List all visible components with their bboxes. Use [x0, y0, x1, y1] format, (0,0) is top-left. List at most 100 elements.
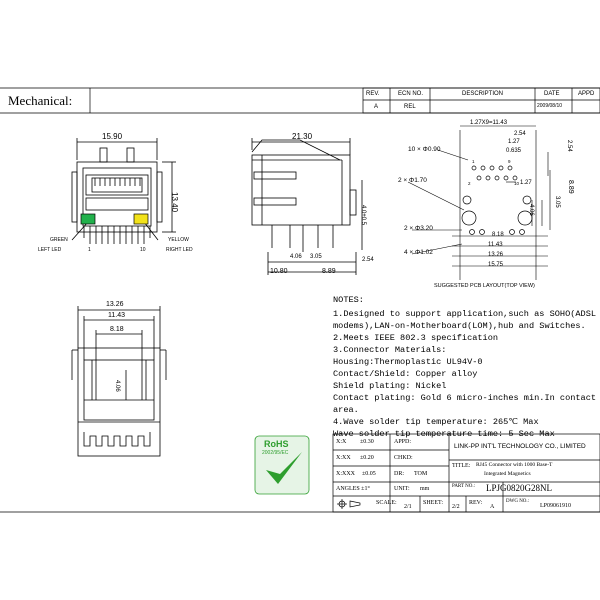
pcb-dim-127a: 1.27 — [508, 139, 520, 145]
callout-2-holes-170: 2 × Φ1.70 — [398, 177, 427, 184]
ecn-value: REL — [404, 104, 416, 110]
green-label: GREEN — [50, 237, 68, 243]
pcb-dim-406: 4.06 — [528, 204, 534, 216]
pcb-holes — [461, 165, 533, 235]
note-line: area. — [333, 405, 359, 415]
dwg-number: LP09061910 — [540, 503, 572, 509]
pcb-dim-889: 8.89 — [567, 180, 574, 194]
tol1-label: X:X — [336, 439, 347, 445]
ecn-header: ECN NO. — [398, 91, 424, 97]
notes-heading: NOTES: — [333, 295, 364, 305]
dr-value: TOM — [414, 471, 428, 477]
date-value: 2009/08/10 — [537, 103, 563, 109]
pcb-pin1: 1 — [472, 159, 475, 164]
pcb-dim-254b: 2.54 — [566, 140, 572, 152]
sheet-label: SHEET: — [423, 500, 444, 506]
pin1-label: 1 — [88, 247, 91, 253]
callout-4-holes-102: 4 × Φ1.02 — [404, 249, 433, 256]
note-line: 4.Wave solder tip temperature: 265℃ Max — [333, 417, 539, 427]
part-label: PART NO.: — [452, 484, 476, 489]
rohs-title: RoHS — [264, 439, 289, 449]
note-line: 2.Meets IEEE 802.3 specification — [333, 333, 499, 343]
pcb-dim-1575: 15.75 — [488, 262, 504, 268]
side-dim-305: 3.05 — [310, 254, 322, 260]
angles-label: ANGLES ±1° — [336, 486, 370, 492]
note-line: Housing:Thermoplastic UL94V-0 — [333, 357, 483, 367]
side-pin-length-dim: 4.0±0.5 — [360, 205, 366, 225]
appd-label: APPD: — [394, 439, 412, 445]
yellow-led — [133, 213, 149, 225]
tol2-label: X:XX — [336, 455, 351, 461]
callout-2-holes-320: 2 × Φ3.20 — [404, 225, 433, 232]
front-height-dim: 13.40 — [170, 192, 179, 213]
part-number: LPJG0820G28NL — [486, 483, 553, 493]
note-line: 3.Connector Materials: — [333, 345, 447, 355]
pcb-dim-127b: 1.27 — [520, 180, 532, 186]
title-label: TITLE: — [452, 463, 471, 469]
front-view — [71, 138, 176, 244]
sheet-value: 2/2 — [452, 504, 460, 510]
pcb-pin10: 10 — [514, 181, 520, 186]
callout-10-holes: 10 × Φ0.90 — [408, 146, 441, 153]
side-dim-889: 8.89 — [322, 268, 336, 275]
bottom-dim-818: 8.18 — [110, 326, 124, 333]
title-line1: RJ45 Connector with 1000 Base-T — [476, 462, 553, 468]
pin10-label: 10 — [140, 247, 146, 253]
pcb-pin2: 2 — [468, 181, 471, 186]
right-led-label: RIGHT LED — [166, 247, 193, 253]
section-title: Mechanical: — [8, 93, 73, 108]
company-name: LINK-PP INT'L TECHNOLOGY CO., LIMITED — [454, 443, 586, 450]
rev-value: A — [374, 104, 379, 110]
pcb-dim-254a: 2.54 — [514, 131, 526, 137]
note-line: Contact/Shield: Copper alloy — [333, 369, 478, 379]
side-length-dim: 21.30 — [292, 132, 313, 141]
side-dim-406: 4.06 — [290, 254, 302, 260]
note-line: 1.Designed to support application,such a… — [333, 309, 597, 319]
dwg-label: DWG NO.: — [506, 499, 530, 504]
dr-label: DR: — [394, 471, 405, 477]
rev-label: REV: — [469, 500, 483, 506]
unit-value: mm — [420, 486, 430, 492]
pcb-layout — [407, 125, 551, 280]
pcb-dim-1143: 11.43 — [488, 242, 503, 248]
bottom-dim-1326: 13.26 — [106, 301, 124, 308]
description-header: DESCRIPTION — [462, 91, 504, 97]
pcb-dim-0635: 0.635 — [506, 148, 522, 154]
yellow-label: YELLOW — [168, 237, 189, 243]
bottom-dim-406: 4.06 — [114, 380, 120, 392]
appd-header: APPD — [578, 91, 595, 97]
tol3-label: X:XXX — [336, 471, 355, 477]
note-line: modems),LAN-on-Motherboard(LOM),hub and … — [333, 321, 586, 331]
note-line: Shield plating: Nickel — [333, 381, 447, 391]
scale-label: SCALE: — [376, 500, 397, 506]
pcb-pitch-dim: 1.27X9=11.43 — [470, 120, 508, 126]
side-dim-1080: 10.80 — [270, 268, 288, 275]
unit-label: UNIT: — [394, 486, 410, 492]
rohs-subtitle: 2002/95/EC — [262, 450, 289, 456]
title-block-grid — [332, 433, 600, 513]
title-line2: Integrated Magnetics — [484, 471, 531, 477]
pcb-dim-1326: 13.26 — [488, 252, 504, 258]
note-line: Contact plating: Gold 6 micro-inches min… — [333, 393, 597, 403]
bottom-dim-1143: 11.43 — [108, 312, 125, 319]
front-width-dim: 15.90 — [102, 132, 123, 141]
side-dim-254: 2.54 — [362, 257, 374, 263]
pcb-caption: SUGGESTED PCB LAYOUT(TOP VIEW) — [434, 283, 535, 289]
pcb-dim-305: 3.05 — [554, 196, 560, 208]
scale-value: 2/1 — [404, 504, 412, 510]
bottom-view — [71, 306, 167, 457]
green-led — [80, 213, 96, 225]
side-view — [251, 138, 363, 275]
pcb-pin9: 9 — [508, 159, 511, 164]
left-led-label: LEFT LED — [38, 247, 62, 253]
pcb-dim-818: 8.18 — [492, 232, 504, 238]
rev-tb-value: A — [490, 504, 495, 510]
chkd-label: CHKD: — [394, 455, 413, 461]
tol1-value: ±0.30 — [360, 439, 374, 445]
note-line: Wave solder tip temperature time: 5 Sec … — [333, 429, 555, 439]
rohs-badge — [254, 435, 310, 495]
date-header: DATE — [544, 91, 560, 97]
tol3-value: ±0.05 — [362, 471, 376, 477]
